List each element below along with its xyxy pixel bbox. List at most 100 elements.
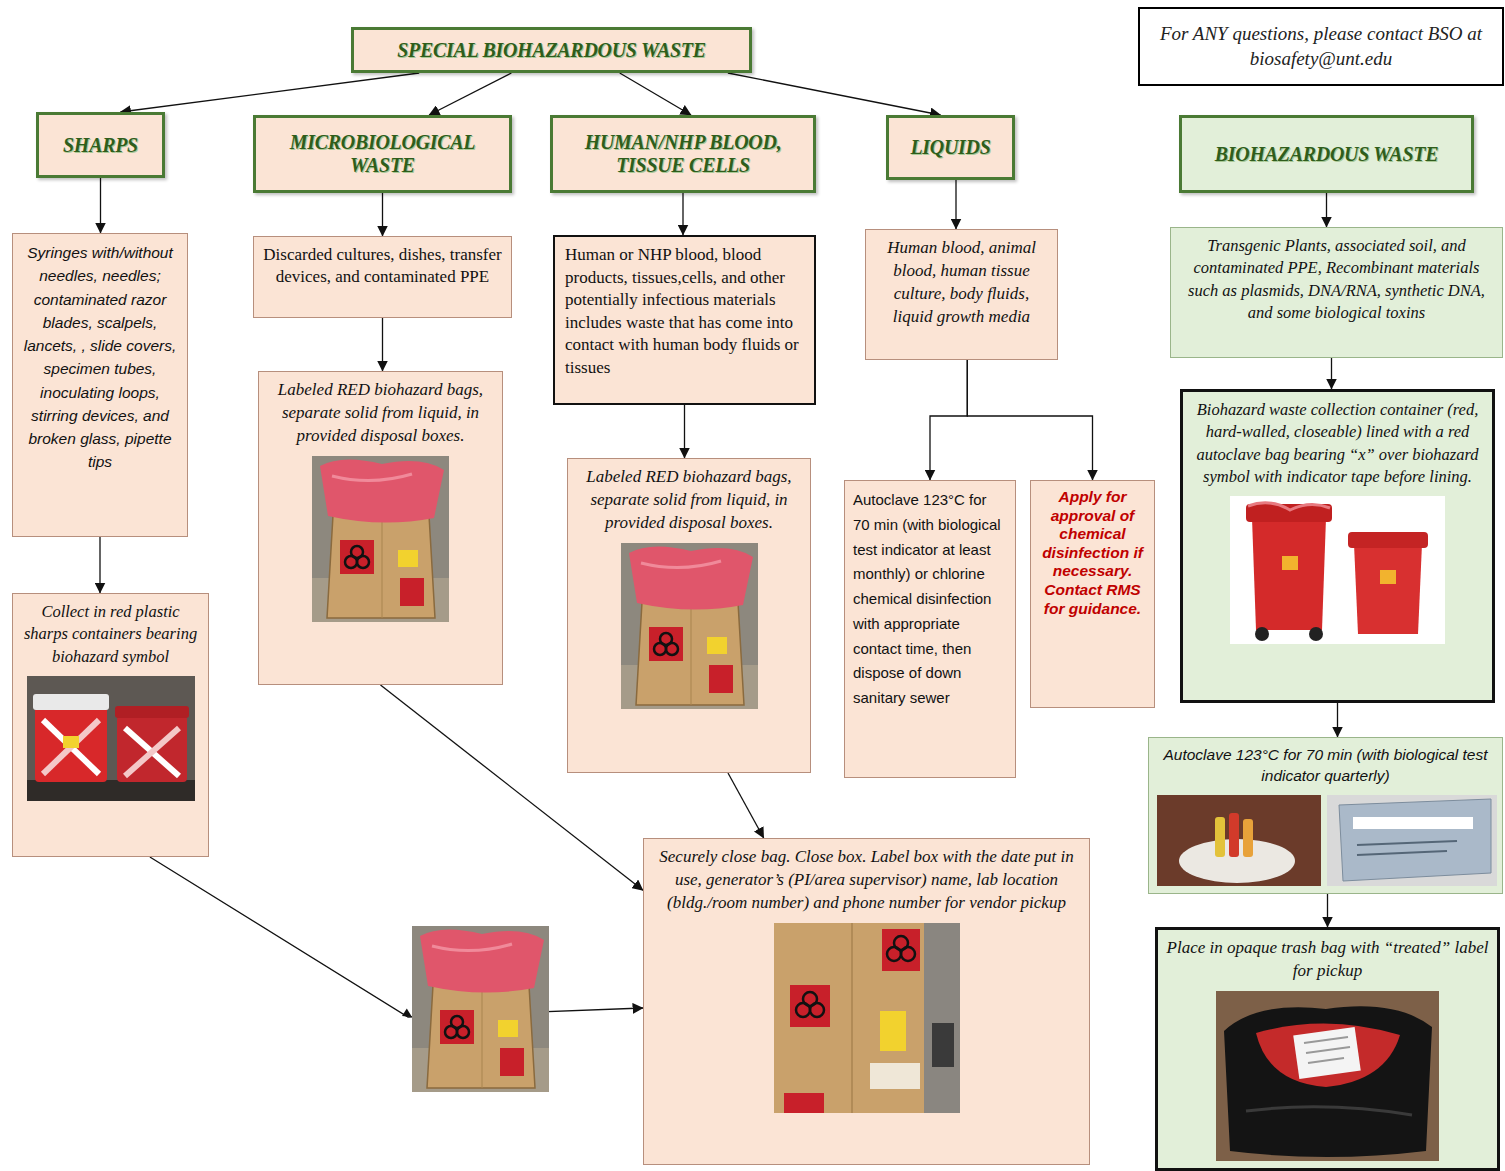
node-text: Labeled RED biohazard bags, separate sol… <box>576 466 802 535</box>
flow-arrow <box>684 405 685 458</box>
instruction-box: Autoclave 123°C for 70 min (with biologi… <box>844 480 1016 778</box>
flow-arrow <box>1331 358 1332 389</box>
category-header: SHARPS <box>36 112 165 178</box>
node-text: Human blood, animal blood, human tissue … <box>874 237 1049 329</box>
trash-bag-photo <box>1216 991 1439 1161</box>
illustration-part <box>887 947 901 961</box>
illustration-part <box>312 456 449 622</box>
flow-arrow <box>620 73 691 115</box>
contact-note-box: For ANY questions, please contact BSO at… <box>1138 7 1504 86</box>
instruction-box: Labeled RED biohazard bags, separate sol… <box>567 458 811 773</box>
illustration-part <box>1304 1037 1348 1043</box>
illustration-part <box>1229 813 1239 857</box>
text-group: SPECIAL BIOHAZARDOUS WASTE <box>397 39 706 62</box>
illustration-part <box>790 985 830 1027</box>
node-text: Syringes with/without needles, needles; … <box>21 241 179 474</box>
category-header: MICROBIOLOGICAL WASTE <box>253 115 512 193</box>
disposal-box-photo <box>621 543 758 709</box>
node-text: SPECIAL BIOHAZARDOUS WASTE <box>397 39 706 62</box>
illustration-part <box>117 716 187 782</box>
illustration-part <box>35 706 107 782</box>
illustration-part <box>774 923 960 1113</box>
illustration-part <box>1380 570 1396 584</box>
text-group: SHARPS <box>63 134 138 157</box>
node-text: Place in opaque trash bag with “treated”… <box>1166 937 1489 983</box>
illustration-part <box>1293 1027 1361 1079</box>
pickup-box: Place in opaque trash bag with “treated”… <box>1155 927 1500 1171</box>
node-text: Collect in red plastic sharps containers… <box>21 601 200 668</box>
illustration-part <box>1357 841 1457 845</box>
node-text: SHARPS <box>63 134 138 157</box>
illustration-part <box>27 676 195 801</box>
illustration-part <box>1255 627 1269 641</box>
illustration-part <box>1215 817 1225 857</box>
illustration-part <box>1230 496 1445 644</box>
illustration-part <box>1354 544 1422 634</box>
flow-arrow <box>728 73 941 115</box>
illustration-part <box>932 1023 954 1067</box>
node-text: HUMAN/NHP BLOOD, TISSUE CELLS <box>561 131 805 177</box>
node-text: Autoclave 123°C for 70 min (with biologi… <box>853 488 1007 711</box>
node-text: Apply for approval of chemical disinfect… <box>1039 488 1146 618</box>
node-text: BIOHAZARDOUS WASTE <box>1215 143 1438 166</box>
pickup-box: Securely close bag. Close box. Label box… <box>643 838 1090 1165</box>
category-header: BIOHAZARDOUS WASTE <box>1179 115 1474 193</box>
description-box: Human blood, animal blood, human tissue … <box>865 229 1058 360</box>
note-box: Apply for approval of chemical disinfect… <box>1030 480 1155 708</box>
node-text: Securely close bag. Close box. Label box… <box>652 846 1081 915</box>
illustration-part <box>412 926 549 1092</box>
text-group: For ANY questions, please contact BSO at… <box>1154 22 1488 71</box>
illustration-part <box>1308 1058 1344 1063</box>
illustration-part <box>1246 1107 1412 1115</box>
flow-arrow <box>1327 894 1328 927</box>
node-text: MICROBIOLOGICAL WASTE <box>264 131 501 177</box>
illustration-part <box>115 706 189 718</box>
flow-arrow <box>121 73 420 112</box>
illustration-part <box>1306 1047 1350 1053</box>
illustration-part <box>1216 991 1439 1161</box>
description-box: Discarded cultures, dishes, transfer dev… <box>253 236 512 318</box>
illustration-part <box>621 543 758 709</box>
illustration-part <box>1246 504 1332 522</box>
illustration-part <box>33 694 109 710</box>
illustration-part <box>880 1011 906 1051</box>
category-header: HUMAN/NHP BLOOD, TISSUE CELLS <box>550 115 816 193</box>
instruction-box: Biohazard waste collection container (re… <box>1180 389 1495 703</box>
flow-arrow <box>150 857 643 1017</box>
instruction-box: Collect in red plastic sharps containers… <box>12 593 209 857</box>
red-bin-photo <box>1230 496 1445 644</box>
illustration-part <box>1243 819 1253 857</box>
disposal-box-photo <box>400 926 550 1096</box>
illustration-part <box>1256 1023 1400 1087</box>
flow-arrow <box>682 193 683 235</box>
instruction-box: Labeled RED biohazard bags, separate sol… <box>258 371 503 685</box>
node-text: Human or NHP blood, blood products, tiss… <box>565 244 804 380</box>
illustration-part <box>810 1003 824 1017</box>
illustration-part <box>63 736 79 748</box>
description-box: Syringes with/without needles, needles; … <box>12 233 188 537</box>
disposal-box-photo <box>312 456 449 622</box>
node-text: Transgenic Plants, associated soil, and … <box>1179 235 1494 324</box>
illustration-part <box>882 929 920 971</box>
flow-arrow <box>382 193 383 236</box>
node-text: LIQUIDS <box>910 136 990 159</box>
illustration-part <box>43 720 99 774</box>
illustration-part <box>1357 851 1447 855</box>
node-text: Biohazard waste collection container (re… <box>1191 399 1484 488</box>
illustration-part <box>1282 556 1298 570</box>
illustration-part <box>125 728 179 776</box>
description-box: Human or NHP blood, blood products, tiss… <box>553 235 816 405</box>
illustration-part <box>1248 503 1330 510</box>
illustration-part <box>1339 799 1491 881</box>
node-text: Autoclave 123°C for 70 min (with biologi… <box>1157 745 1494 787</box>
illustration-part <box>1309 627 1323 641</box>
text-group: BIOHAZARDOUS WASTE <box>1215 143 1438 166</box>
flow-arrow <box>382 318 383 371</box>
test-indicator-photo <box>1157 795 1497 886</box>
illustration-part <box>402 1008 412 1017</box>
illustration-part <box>851 923 853 1113</box>
flow-arrow <box>100 178 101 233</box>
illustration-part <box>796 1003 810 1017</box>
flow-arrow <box>728 773 764 838</box>
illustration-part <box>1353 817 1473 829</box>
